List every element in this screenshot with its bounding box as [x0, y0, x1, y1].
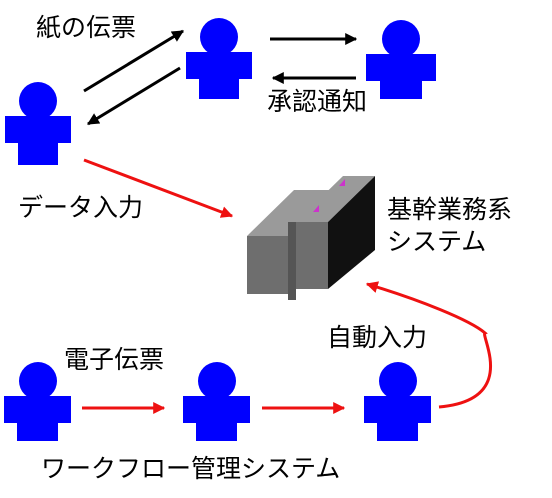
- auto-entry-label: 自動入力: [327, 323, 428, 352]
- approval-notice-label: 承認通知: [267, 87, 368, 116]
- person-icon: [5, 82, 71, 165]
- e-slip-label: 電子伝票: [64, 345, 165, 374]
- workflow-system-label: ワークフロー管理システム: [41, 454, 341, 483]
- paper-slip-label: 紙の伝票: [36, 13, 137, 42]
- person-icon: [186, 18, 252, 99]
- core-system-label-line2: システム: [387, 227, 487, 256]
- person-icon: [183, 362, 250, 441]
- arrow-paper-slip: [83, 29, 185, 93]
- data-entry-label: データ入力: [18, 193, 144, 222]
- person-icon: [4, 362, 71, 441]
- person-icon: [366, 20, 436, 99]
- person-icon: [364, 362, 431, 441]
- server-block-icon: [247, 176, 375, 300]
- arrow-return: [86, 66, 181, 126]
- arrow-auto-entry: [365, 281, 493, 409]
- core-system-label-line1: 基幹業務系: [387, 195, 513, 224]
- arrow-data-entry: [83, 158, 234, 218]
